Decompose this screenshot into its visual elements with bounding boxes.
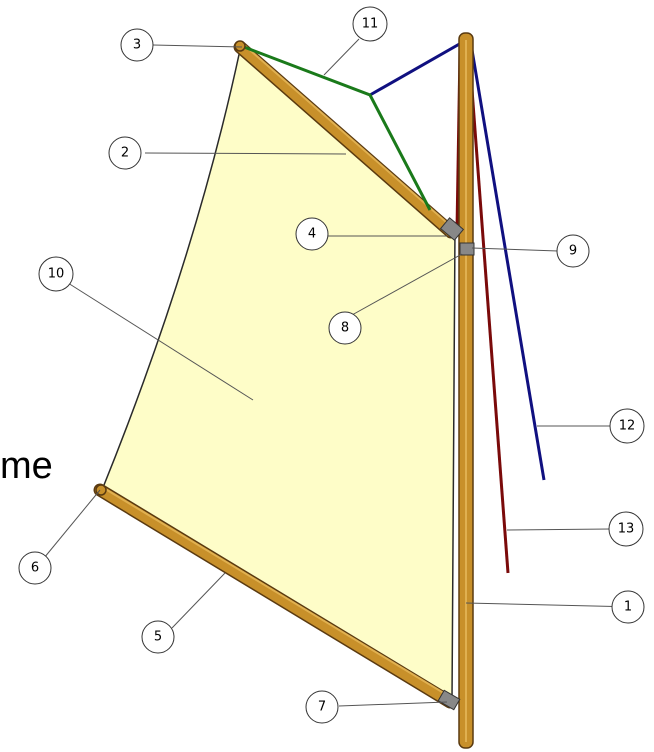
svg-text:6: 6 bbox=[31, 561, 39, 576]
callout-11: 11 bbox=[352, 6, 388, 42]
svg-text:13: 13 bbox=[618, 522, 635, 537]
yard-jaw-fitting bbox=[439, 217, 465, 241]
svg-text:12: 12 bbox=[619, 419, 636, 434]
yard-bridle-line bbox=[243, 45, 432, 211]
yard-spar bbox=[233, 40, 458, 239]
callout-8: 8 bbox=[328, 311, 362, 345]
boom-spar bbox=[93, 483, 457, 709]
yard-peak-end bbox=[234, 40, 246, 52]
svg-text:11: 11 bbox=[362, 17, 379, 32]
callout-2: 2 bbox=[108, 136, 142, 170]
svg-text:10: 10 bbox=[48, 267, 65, 282]
callout-5: 5 bbox=[141, 620, 175, 654]
svg-text:4: 4 bbox=[308, 227, 316, 242]
callout-9: 9 bbox=[556, 234, 590, 268]
callout-1: 1 bbox=[611, 590, 645, 624]
clipped-heading-fragment: me bbox=[0, 445, 53, 487]
callout-10: 10 bbox=[38, 256, 74, 292]
svg-text:7: 7 bbox=[318, 700, 326, 715]
boom-jaw-fitting bbox=[437, 689, 461, 711]
svg-text:3: 3 bbox=[133, 38, 141, 53]
callout-6: 6 bbox=[18, 551, 52, 585]
svg-text:9: 9 bbox=[569, 244, 577, 259]
mast bbox=[458, 32, 474, 749]
svg-text:5: 5 bbox=[154, 630, 162, 645]
callout-12: 12 bbox=[609, 408, 645, 444]
halyard-block-fitting bbox=[459, 242, 475, 256]
svg-text:1: 1 bbox=[624, 600, 632, 615]
svg-text:8: 8 bbox=[341, 321, 349, 336]
callout-7: 7 bbox=[305, 690, 339, 724]
callout-4: 4 bbox=[295, 217, 329, 251]
downhaul-line bbox=[466, 35, 510, 574]
svg-text:2: 2 bbox=[121, 146, 129, 161]
callout-3: 3 bbox=[120, 28, 154, 62]
leader-lines bbox=[43, 38, 637, 707]
callout-13: 13 bbox=[608, 511, 644, 547]
